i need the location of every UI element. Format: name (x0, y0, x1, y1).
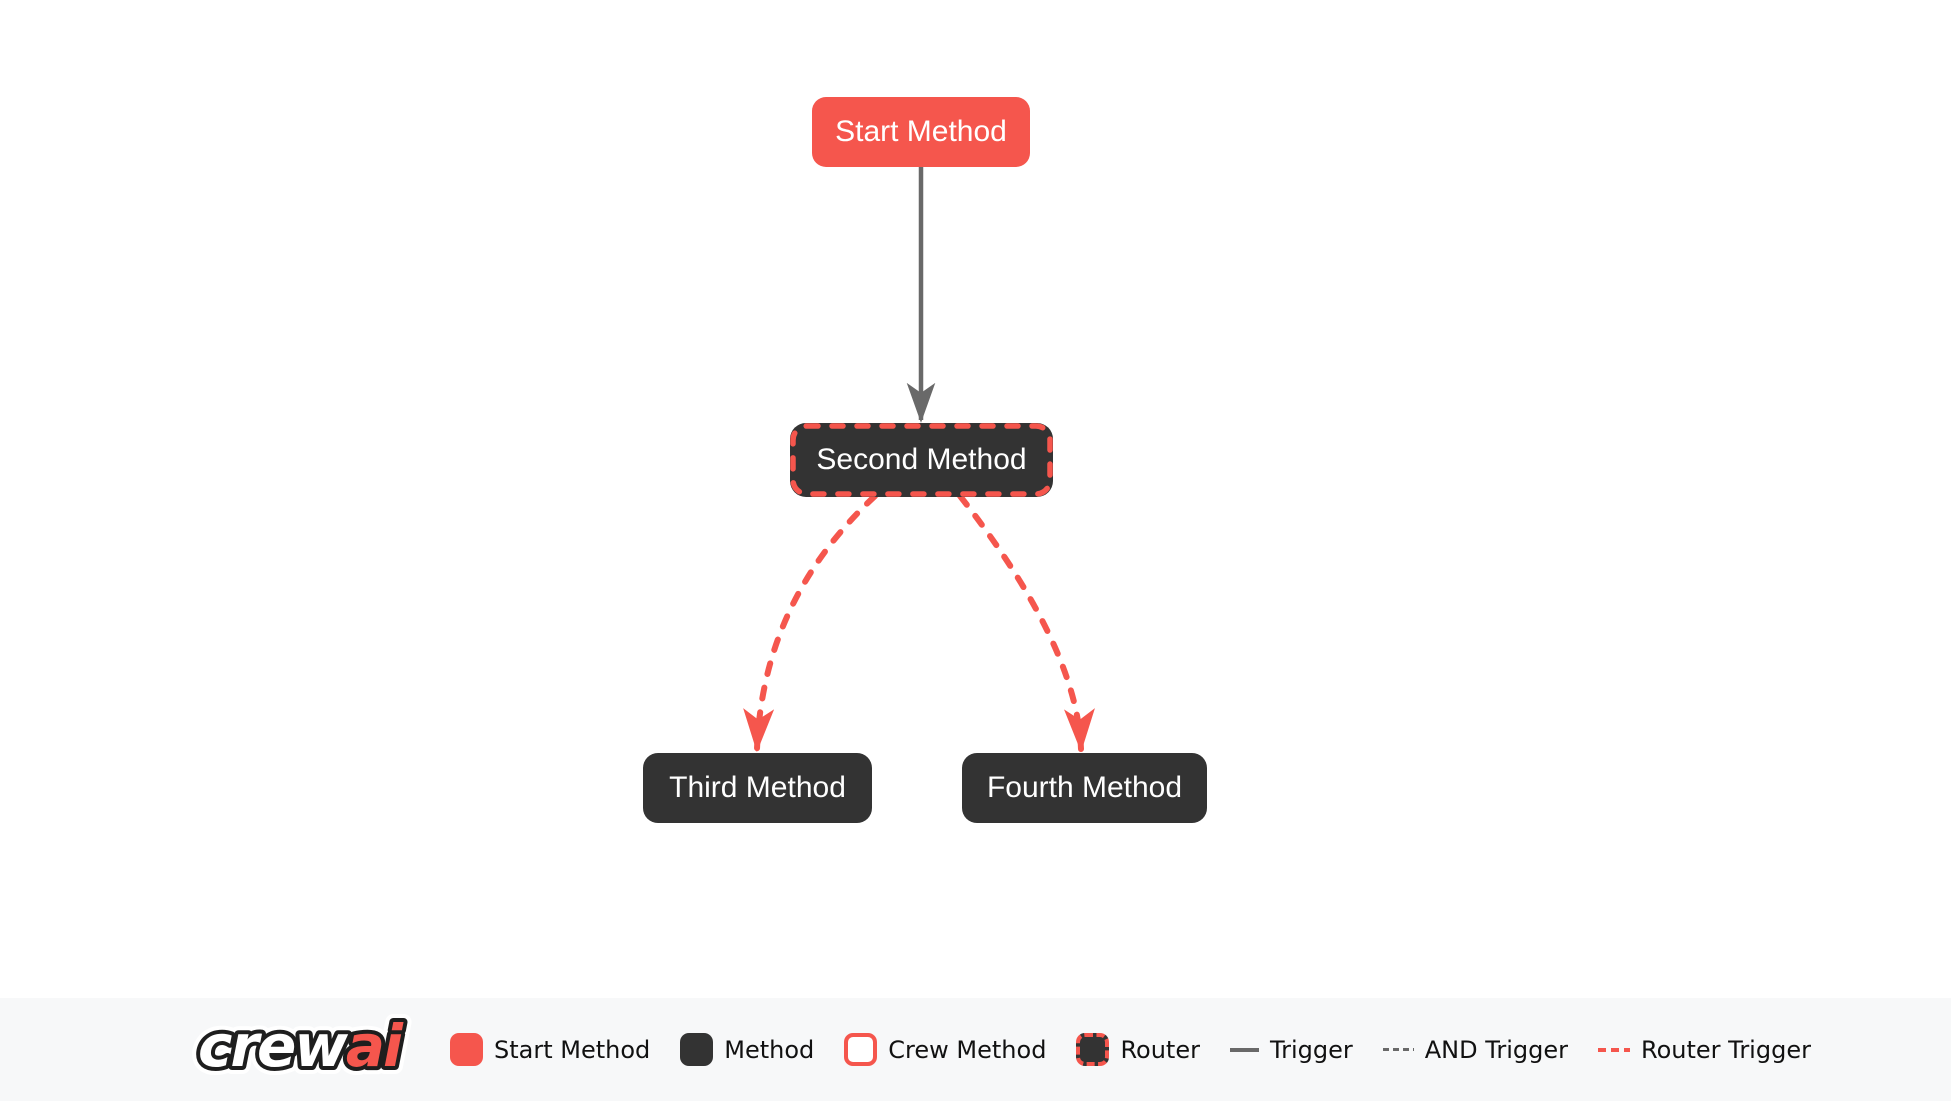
legend-item-method: Method (680, 1033, 814, 1066)
method-swatch-icon (680, 1033, 714, 1066)
legend-label: Method (724, 1035, 815, 1064)
node-label: Start Method (835, 115, 1007, 148)
legend-bar: crewai crewai Start Method Method Crew M… (0, 998, 1951, 1101)
crew-method-swatch-icon (844, 1033, 878, 1066)
start-method-swatch-icon (450, 1033, 483, 1066)
legend-item-crew-method: Crew Method (844, 1033, 1046, 1066)
legend-label: Router (1120, 1035, 1200, 1064)
legend-item-router-trigger: Router Trigger (1598, 1036, 1811, 1064)
and-trigger-line-icon (1382, 1048, 1414, 1051)
trigger-line-icon (1229, 1047, 1259, 1052)
node-third-method[interactable]: Third Method (643, 753, 872, 823)
legend-item-start-method: Start Method (450, 1033, 650, 1066)
router-trigger-line-icon (1598, 1047, 1631, 1052)
router-swatch-icon (1076, 1033, 1110, 1066)
node-second-method[interactable]: Second Method (790, 423, 1053, 497)
node-label: Second Method (816, 443, 1027, 476)
edge-second-to-fourth (957, 493, 1095, 753)
flow-canvas[interactable]: Start Method Second Method Third Method … (0, 0, 1951, 998)
legend-item-and-trigger: AND Trigger (1382, 1035, 1569, 1064)
node-label: Fourth Method (986, 771, 1183, 804)
legend-item-router: Router (1076, 1033, 1200, 1066)
legend-label: Router Trigger (1641, 1035, 1811, 1064)
legend-label: AND Trigger (1424, 1035, 1569, 1064)
legend-item-trigger: Trigger (1229, 1035, 1353, 1064)
node-label: Third Method (669, 771, 846, 804)
node-fourth-method[interactable]: Fourth Method (962, 753, 1207, 823)
legend-label: Start Method (494, 1035, 651, 1064)
legend-label: Trigger (1269, 1035, 1353, 1064)
crewai-logo: crewai crewai (190, 1004, 414, 1088)
node-start-method[interactable]: Start Method (812, 97, 1030, 167)
legend-label: Crew Method (888, 1035, 1047, 1064)
crewai-logo-text: crewai (198, 1012, 404, 1080)
edge-second-to-third (743, 493, 878, 753)
crewai-logo-halo: crewai (198, 1012, 404, 1080)
